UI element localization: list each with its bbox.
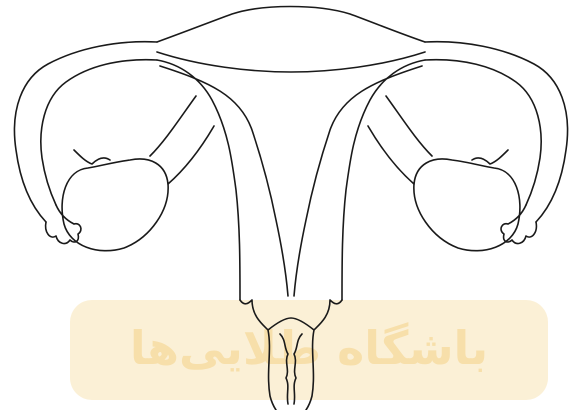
cervical-canal: [280, 334, 302, 404]
right-ligament: [368, 96, 508, 184]
left-ligament: [74, 96, 214, 184]
uterus-body: [157, 7, 425, 301]
cervix: [240, 300, 342, 410]
right-fallopian-tube: [425, 42, 568, 222]
uterine-cavity: [157, 52, 425, 296]
left-fallopian-tube: [14, 42, 157, 222]
